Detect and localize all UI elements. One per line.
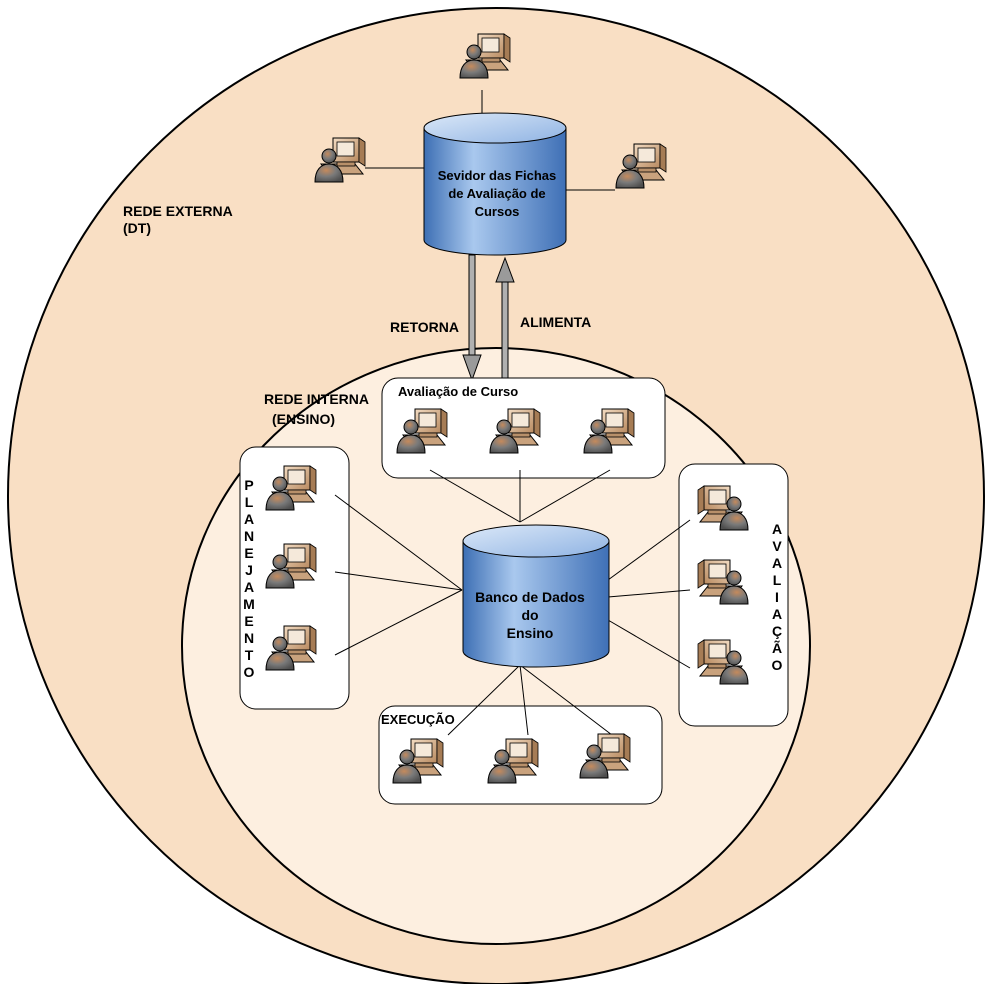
internal-zone-sublabel: (ENSINO) [272, 411, 335, 427]
feed-arrow-shaft [501, 279, 509, 381]
planejamento-letter: E [244, 613, 253, 629]
database-label-line1: Banco de Dados [475, 589, 585, 605]
avaliacao-letter: Ã [772, 639, 782, 656]
planejamento-letter: A [244, 511, 254, 527]
planejamento-letter: O [244, 664, 255, 680]
planejamento-letter: J [245, 562, 253, 578]
avaliacao-letter: L [773, 572, 782, 588]
feed-arrow-label: ALIMENTA [520, 314, 591, 330]
avaliacao-title: A V A L I A Ç Ã O [772, 521, 783, 673]
planejamento-letter: P [244, 477, 253, 493]
avaliacao-letter: A [772, 606, 782, 622]
planejamento-letter: T [245, 647, 254, 663]
database-cylinder-icon[interactable] [462, 524, 610, 668]
database-label-line2: do [521, 607, 538, 623]
external-zone-sublabel: (DT) [123, 220, 151, 236]
avaliacao-curso-title: Avaliação de Curso [398, 384, 518, 399]
return-arrow-shaft [468, 254, 476, 356]
planejamento-letter: M [243, 596, 255, 612]
database-label-line3: Ensino [507, 625, 554, 641]
planejamento-letter: N [244, 528, 254, 544]
avaliacao-letter: I [775, 589, 779, 605]
planejamento-letter: L [245, 494, 254, 510]
planejamento-letter: N [244, 630, 254, 646]
server-label-line2: de Avaliação de [448, 186, 545, 201]
server-cylinder-icon[interactable] [423, 112, 567, 256]
internal-zone-label: REDE INTERNA [264, 391, 369, 407]
planejamento-title: P L A N E J A M E N T O [243, 477, 255, 680]
server-label-line3: Cursos [475, 204, 520, 219]
avaliacao-letter: A [772, 521, 782, 537]
execucao-title: EXECUÇÃO [381, 712, 455, 727]
avaliacao-letter: A [772, 555, 782, 571]
avaliacao-letter: V [772, 538, 782, 554]
feed-arrow-head [495, 256, 515, 283]
planejamento-letter: A [244, 579, 254, 595]
internal-connections [334, 469, 691, 736]
planejamento-letter: E [244, 545, 253, 561]
return-arrow-label: RETORNA [390, 319, 459, 335]
external-zone-label: REDE EXTERNA [123, 203, 233, 219]
avaliacao-letter: O [772, 657, 783, 673]
avaliacao-letter: Ç [772, 623, 782, 639]
server-label-line1: Sevidor das Fichas [438, 168, 557, 183]
return-arrow-head [462, 354, 482, 382]
